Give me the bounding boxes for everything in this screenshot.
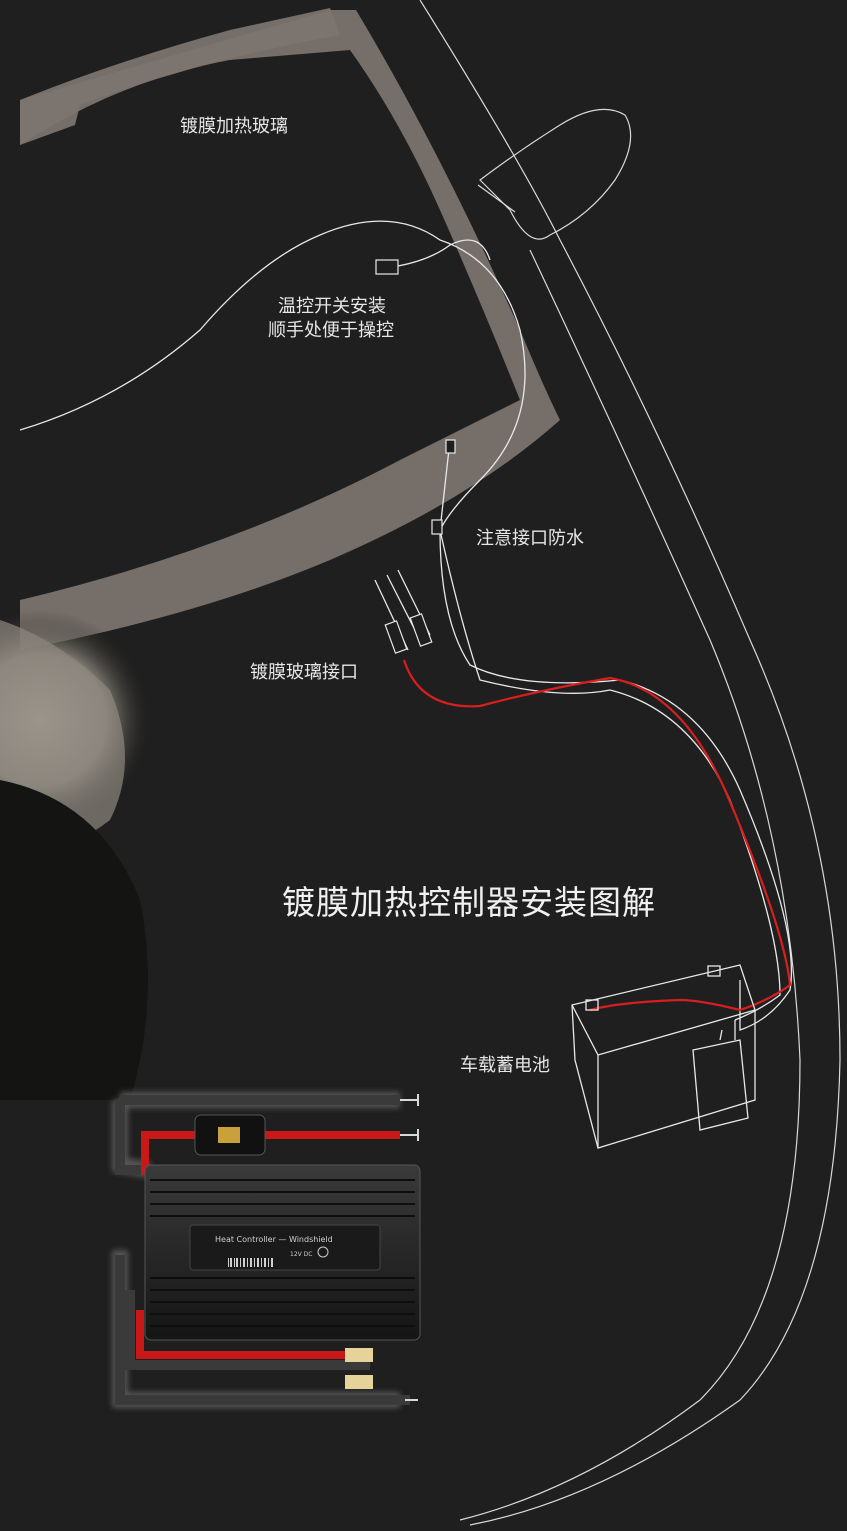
connectors [384, 439, 456, 654]
glass-top-left [20, 8, 340, 145]
car-battery [571, 964, 756, 1149]
fur-texture [0, 610, 150, 1100]
glass-label: 镀膜加热玻璃 [180, 116, 288, 137]
heat-controller-device: Heat Controller — Windshield 12V DC [112, 1092, 421, 1408]
page-title: 镀膜加热控制器安装图解 [282, 883, 656, 922]
thermostat-switch [375, 259, 399, 275]
device-name: Heat Controller — Windshield [215, 1235, 333, 1244]
switch-label-line2: 顺手处便于操控 [268, 320, 394, 341]
car-outline [419, 0, 841, 1526]
switch-label-line1: 温控开关安装 [278, 296, 386, 317]
white-wires [19, 220, 793, 1031]
ccc-icon [317, 1246, 329, 1258]
red-wire [402, 659, 792, 1012]
device-spec: 12V DC [290, 1251, 312, 1258]
windshield-glass-band [20, 10, 560, 650]
waterproof-label: 注意接口防水 [476, 528, 584, 549]
battery-label: 车载蓄电池 [460, 1055, 550, 1076]
glass-connector-label: 镀膜玻璃接口 [250, 662, 358, 683]
